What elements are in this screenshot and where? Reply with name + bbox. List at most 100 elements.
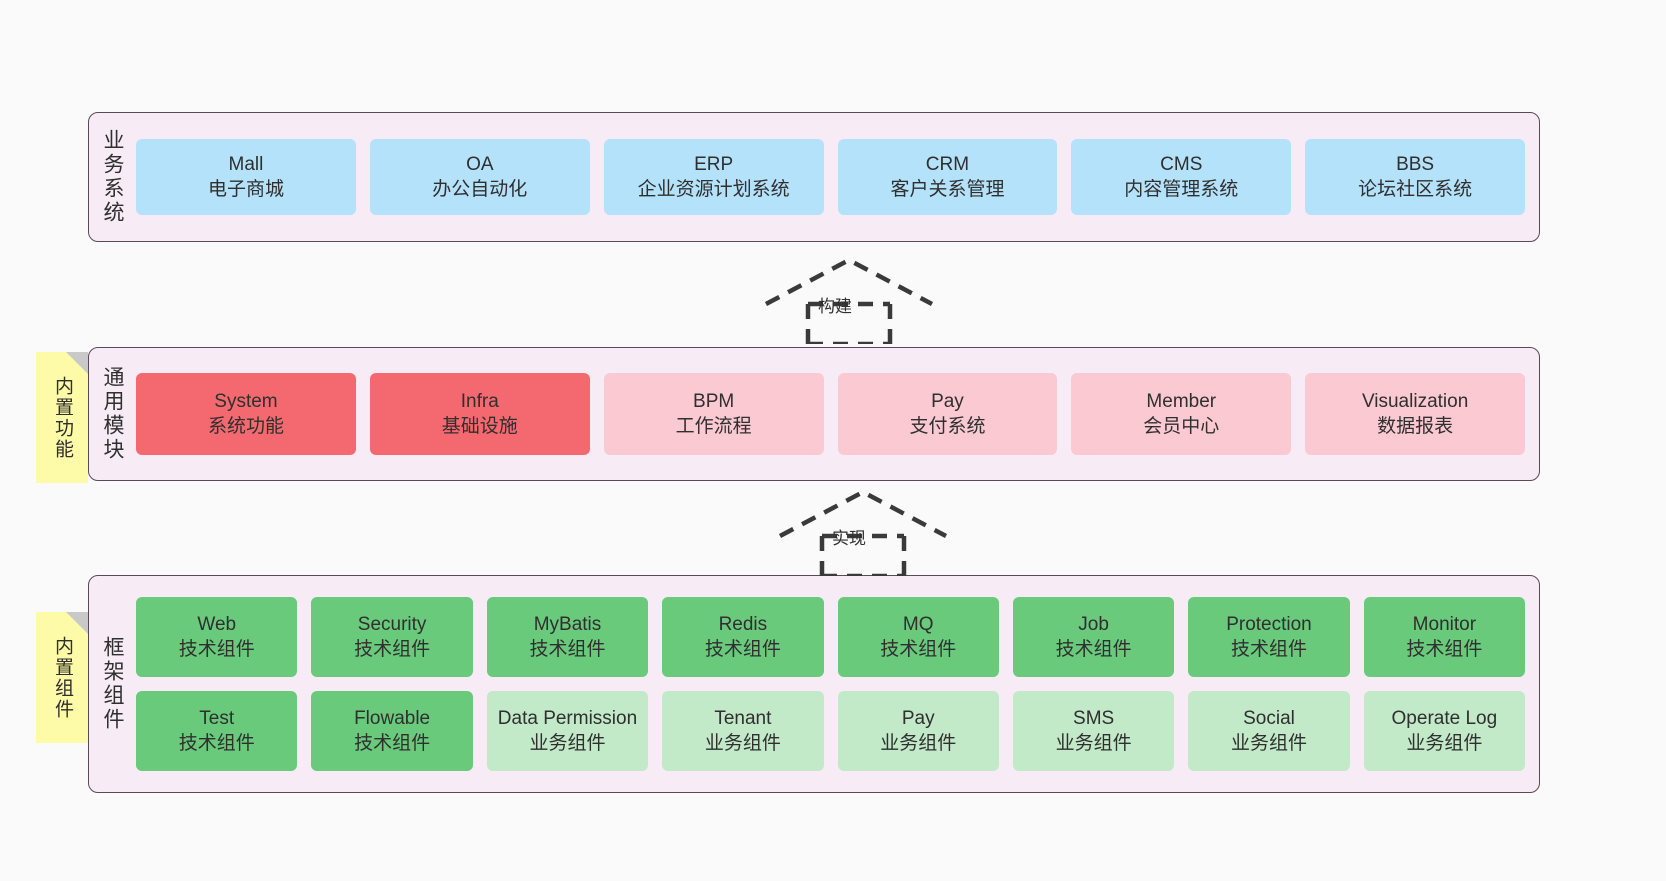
card-pay-module-title: Pay <box>931 390 964 412</box>
card-erp-title: ERP <box>694 153 734 175</box>
card-member-subtitle: 会员中心 <box>1143 416 1220 437</box>
card-social-subtitle: 业务组件 <box>1230 733 1307 754</box>
card-mq-subtitle: 技术组件 <box>880 639 957 660</box>
card-redis[interactable]: Redis 技术组件 <box>662 597 824 677</box>
card-mq[interactable]: MQ 技术组件 <box>837 597 999 677</box>
connector-implement: 实现 <box>770 484 956 579</box>
card-test-title: Test <box>199 707 235 729</box>
card-social[interactable]: Social 业务组件 <box>1188 691 1350 771</box>
card-job[interactable]: Job 技术组件 <box>1012 597 1175 677</box>
sticky-note-builtin-functions: 内置功能 <box>36 352 88 483</box>
card-operate-log[interactable]: Operate Log 业务组件 <box>1363 691 1526 771</box>
card-redis-subtitle: 技术组件 <box>704 639 781 660</box>
card-system[interactable]: System 系统功能 <box>136 373 356 455</box>
card-bbs-title: BBS <box>1396 153 1435 175</box>
sticky-note-builtin-components: 内置组件 <box>36 612 88 743</box>
card-member-title: Member <box>1146 390 1217 412</box>
layer-title-business-systems: 业务系统 <box>101 129 125 225</box>
card-mybatis[interactable]: MyBatis 技术组件 <box>486 597 649 677</box>
card-erp[interactable]: ERP 企业资源计划系统 <box>603 139 824 215</box>
card-redis-title: Redis <box>718 613 768 635</box>
card-operate-log-subtitle: 业务组件 <box>1406 733 1483 754</box>
card-member[interactable]: Member 会员中心 <box>1071 373 1292 455</box>
card-visualization-subtitle: 数据报表 <box>1377 416 1454 437</box>
card-mall[interactable]: Mall 电子商城 <box>136 139 356 215</box>
card-job-subtitle: 技术组件 <box>1055 639 1132 660</box>
card-tenant[interactable]: Tenant 业务组件 <box>662 691 824 771</box>
card-security[interactable]: Security 技术组件 <box>311 597 473 677</box>
card-pay-module[interactable]: Pay 支付系统 <box>837 373 1058 455</box>
card-bbs[interactable]: BBS 论坛社区系统 <box>1305 139 1526 215</box>
card-web[interactable]: Web 技术组件 <box>136 597 298 677</box>
card-tenant-subtitle: 业务组件 <box>704 733 781 754</box>
card-cms[interactable]: CMS 内容管理系统 <box>1071 139 1292 215</box>
card-job-title: Job <box>1078 613 1109 635</box>
sticky-fold-icon <box>66 612 88 634</box>
connector-build-label: 构建 <box>818 297 852 316</box>
card-infra-title: Infra <box>460 390 499 412</box>
layer-body-common-modules: System 系统功能 Infra 基础设施 BPM 工作流程 Pay 支付系统… <box>132 348 1539 480</box>
card-pay-component-subtitle: 业务组件 <box>880 733 957 754</box>
card-mall-title: Mall <box>228 153 264 175</box>
layer-framework-components: 框架组件 Web 技术组件 Security 技术组件 MyBatis 技术组 <box>88 575 1540 793</box>
card-mall-subtitle: 电子商城 <box>207 179 284 200</box>
layer-common-modules: 通用模块 System 系统功能 Infra 基础设施 BPM 工作流程 Pay <box>88 347 1540 481</box>
card-system-subtitle: 系统功能 <box>207 416 284 437</box>
card-infra[interactable]: Infra 基础设施 <box>369 373 590 455</box>
card-test[interactable]: Test 技术组件 <box>136 691 298 771</box>
connector-build-arrow <box>764 257 934 347</box>
card-pay-component[interactable]: Pay 业务组件 <box>837 691 999 771</box>
card-oa-title: OA <box>466 153 494 175</box>
card-cms-title: CMS <box>1160 153 1203 175</box>
card-protection-subtitle: 技术组件 <box>1230 639 1307 660</box>
card-test-subtitle: 技术组件 <box>178 733 255 754</box>
framework-row-business: Test 技术组件 Flowable 技术组件 Data Permission … <box>136 691 1526 771</box>
card-data-permission[interactable]: Data Permission 业务组件 <box>486 691 649 771</box>
card-sms-subtitle: 业务组件 <box>1055 733 1132 754</box>
connector-build: 构建 <box>756 252 942 347</box>
card-security-subtitle: 技术组件 <box>354 639 431 660</box>
card-system-title: System <box>214 390 278 412</box>
card-crm-title: CRM <box>925 153 970 175</box>
card-monitor-title: Monitor <box>1412 613 1477 635</box>
card-monitor-subtitle: 技术组件 <box>1406 639 1483 660</box>
card-protection-title: Protection <box>1226 613 1312 635</box>
card-monitor[interactable]: Monitor 技术组件 <box>1363 597 1526 677</box>
card-data-permission-subtitle: 业务组件 <box>529 733 606 754</box>
common-modules-row: System 系统功能 Infra 基础设施 BPM 工作流程 Pay 支付系统… <box>136 373 1526 455</box>
card-protection[interactable]: Protection 技术组件 <box>1188 597 1350 677</box>
card-mybatis-title: MyBatis <box>533 613 602 635</box>
card-cms-subtitle: 内容管理系统 <box>1124 179 1239 200</box>
layer-title-common-modules: 通用模块 <box>101 366 125 462</box>
card-visualization[interactable]: Visualization 数据报表 <box>1305 373 1526 455</box>
card-pay-module-subtitle: 支付系统 <box>909 416 986 437</box>
sticky-fold-icon <box>66 352 88 374</box>
layer-body-framework-components: Web 技术组件 Security 技术组件 MyBatis 技术组件 Redi… <box>132 576 1539 792</box>
card-flowable-subtitle: 技术组件 <box>354 733 431 754</box>
card-web-title: Web <box>197 613 237 635</box>
card-infra-subtitle: 基础设施 <box>441 416 518 437</box>
sticky-note-builtin-components-label: 内置组件 <box>51 635 73 720</box>
card-oa-subtitle: 办公自动化 <box>432 179 528 200</box>
card-web-subtitle: 技术组件 <box>178 639 255 660</box>
card-sms-title: SMS <box>1073 707 1115 729</box>
card-flowable[interactable]: Flowable 技术组件 <box>311 691 473 771</box>
card-oa[interactable]: OA 办公自动化 <box>369 139 590 215</box>
card-bpm-title: BPM <box>693 390 735 412</box>
card-bpm-subtitle: 工作流程 <box>675 416 752 437</box>
card-bpm[interactable]: BPM 工作流程 <box>603 373 824 455</box>
card-visualization-title: Visualization <box>1361 390 1469 412</box>
layer-business-systems: 业务系统 Mall 电子商城 OA 办公自动化 ERP 企业资源计划系统 CRM <box>88 112 1540 242</box>
connector-implement-arrow <box>778 489 948 579</box>
card-sms[interactable]: SMS 业务组件 <box>1012 691 1175 771</box>
connector-implement-label: 实现 <box>832 529 866 548</box>
card-social-title: Social <box>1243 707 1295 729</box>
layer-title-framework-components: 框架组件 <box>101 636 125 732</box>
card-operate-log-title: Operate Log <box>1391 707 1498 729</box>
card-tenant-title: Tenant <box>714 707 772 729</box>
framework-components-grid: Web 技术组件 Security 技术组件 MyBatis 技术组件 Redi… <box>136 597 1526 771</box>
card-bbs-subtitle: 论坛社区系统 <box>1358 179 1473 200</box>
card-pay-component-title: Pay <box>901 707 935 729</box>
card-crm[interactable]: CRM 客户关系管理 <box>837 139 1058 215</box>
